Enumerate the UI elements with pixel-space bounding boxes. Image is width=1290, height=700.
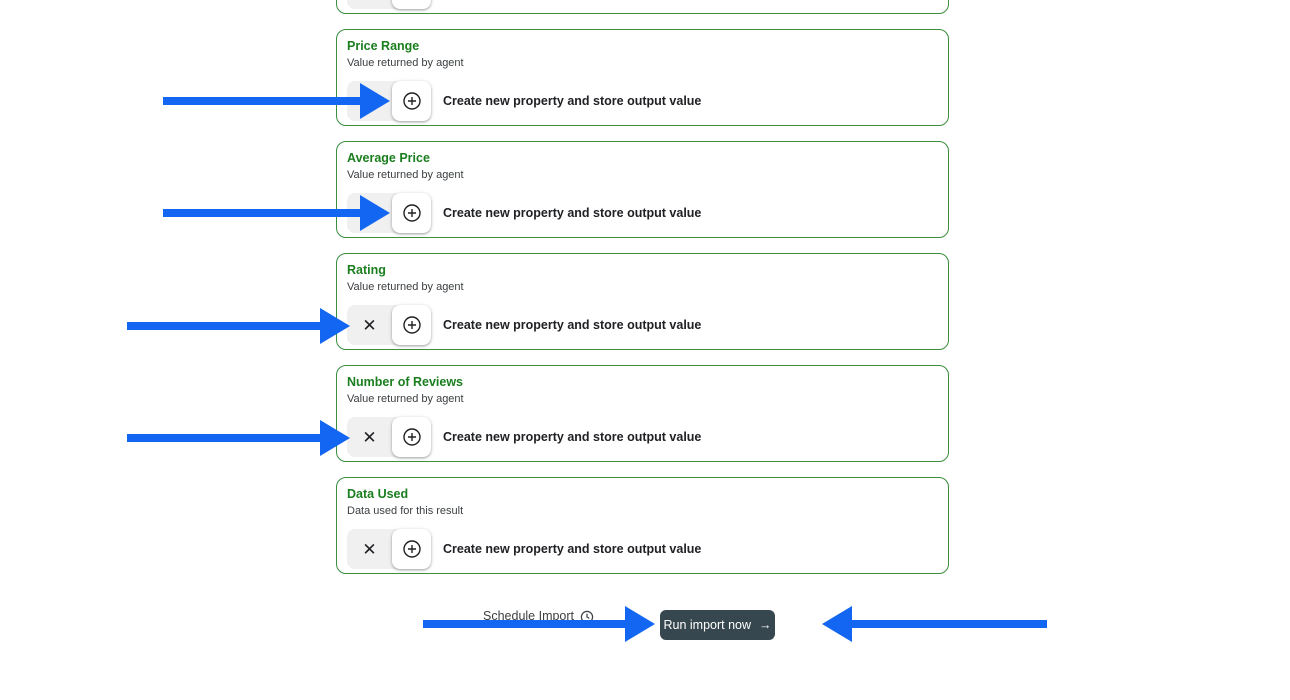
remove-button[interactable]: ✕ (362, 315, 377, 335)
add-button[interactable] (392, 193, 431, 233)
remove-button[interactable]: ✕ (362, 539, 377, 559)
add-button[interactable] (392, 529, 431, 569)
property-card-data-used: Data Used Data used for this result ✕ Cr… (336, 477, 949, 574)
add-button[interactable] (392, 81, 431, 121)
add-button[interactable] (392, 417, 431, 457)
property-card-number-of-reviews: Number of Reviews Value returned by agen… (336, 365, 949, 462)
store-toggle: ✕ (347, 0, 431, 9)
schedule-import-label: Schedule Import (483, 609, 575, 623)
card-subtitle: Value returned by agent (347, 57, 464, 69)
action-row: ✕ Create new property and store output v… (347, 81, 701, 121)
run-import-now-button[interactable]: Run import now → (660, 610, 775, 640)
action-row: ✕ Create new property and store output v… (347, 193, 701, 233)
action-label: Create new property and store output val… (443, 430, 702, 444)
card-title: Price Range (347, 39, 420, 53)
add-button[interactable] (392, 0, 431, 9)
action-label: Create new property and store output val… (443, 542, 702, 556)
card-subtitle: Value returned by agent (347, 393, 464, 405)
action-row: ✕ Create new property and store output v… (347, 305, 701, 345)
store-toggle: ✕ (347, 529, 431, 569)
card-title: Data Used (347, 487, 409, 501)
card-title: Average Price (347, 151, 430, 165)
arrow-right-icon: → (759, 618, 772, 632)
remove-button[interactable]: ✕ (347, 0, 392, 9)
property-card-average-price: Average Price Value returned by agent ✕ … (336, 141, 949, 238)
remove-button[interactable]: ✕ (362, 427, 377, 447)
action-label: Create new property and store output val… (443, 94, 702, 108)
card-subtitle: Data used for this result (347, 505, 464, 517)
add-circle-icon (402, 428, 421, 446)
add-circle-icon (402, 204, 421, 222)
action-row: ✕ Create new property and store output v… (347, 529, 701, 569)
action-label: Create new property and store output val… (443, 318, 702, 332)
store-toggle: ✕ (347, 305, 431, 345)
run-import-now-label: Run import now (663, 618, 752, 632)
add-circle-icon (402, 92, 421, 110)
action-row: ✕ (347, 0, 443, 9)
card-subtitle: Value returned by agent (347, 281, 464, 293)
add-circle-icon (402, 316, 421, 334)
property-card-price-range: Price Range Value returned by agent ✕ Cr… (336, 29, 949, 126)
add-circle-icon (402, 540, 421, 558)
add-button[interactable] (392, 305, 431, 345)
property-card-rating: Rating Value returned by agent ✕ Create … (336, 253, 949, 350)
card-title: Rating (347, 263, 386, 277)
action-label: Create new property and store output val… (443, 206, 702, 220)
property-card-partial: ✕ (336, 0, 949, 14)
action-row: ✕ Create new property and store output v… (347, 417, 701, 457)
card-subtitle: Value returned by agent (347, 169, 464, 181)
card-title: Number of Reviews (347, 375, 464, 389)
store-toggle: ✕ (347, 417, 431, 457)
